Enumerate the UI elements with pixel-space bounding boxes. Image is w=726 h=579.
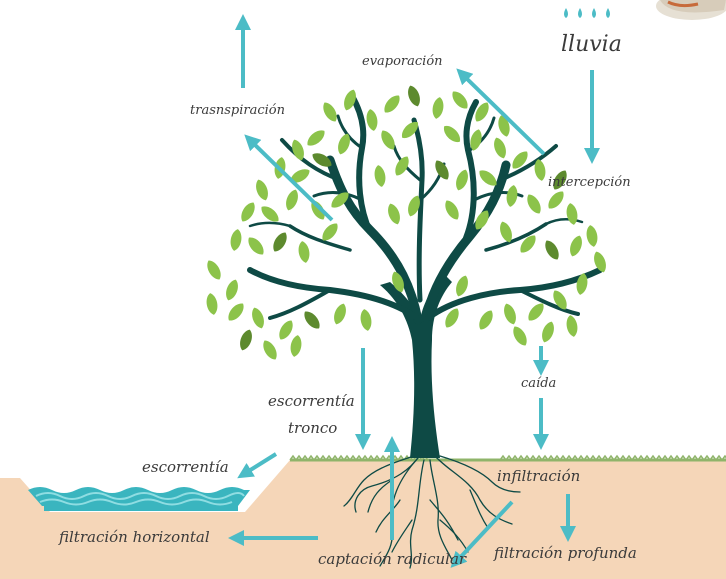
leaf <box>524 192 544 216</box>
label-intercepcion: intercepción <box>548 176 631 189</box>
grass-line <box>290 456 726 460</box>
leaf <box>205 292 219 315</box>
leaf <box>392 154 412 178</box>
leaf <box>276 318 296 342</box>
leaf <box>237 328 254 352</box>
leaf <box>245 234 267 258</box>
leaf <box>442 198 462 222</box>
label-escorrentia-tronco-1: escorrentía <box>268 394 355 409</box>
leaf <box>432 158 452 182</box>
leaf <box>260 338 280 362</box>
leaf <box>225 300 247 324</box>
leaf <box>491 136 508 160</box>
leaf <box>542 238 562 262</box>
leaf <box>385 202 402 226</box>
leaf <box>301 308 323 332</box>
leaf <box>270 230 290 254</box>
leaf <box>331 302 348 326</box>
leaf <box>229 228 243 251</box>
raindrops-icon <box>564 8 610 18</box>
label-escorrentia-tronco-2: tronco <box>288 421 337 436</box>
leaf <box>476 308 496 332</box>
leaf <box>297 240 311 263</box>
leaf <box>453 168 470 192</box>
leaf <box>565 314 579 337</box>
label-evaporacion: evaporación <box>362 55 443 68</box>
leaf <box>253 178 270 202</box>
leaf <box>359 308 373 331</box>
label-infiltracion: infiltración <box>497 469 580 484</box>
leaf <box>431 96 445 119</box>
label-caida: caída <box>521 377 556 390</box>
label-filtracion-profunda: filtración profunda <box>494 546 637 561</box>
leaf <box>204 258 224 282</box>
label-transpiracion: trasnspiración <box>190 104 285 117</box>
leaf <box>565 202 579 225</box>
leaf <box>223 278 240 302</box>
leaf <box>510 324 530 348</box>
label-captacion-radicular: captación radicular <box>318 552 466 567</box>
leaf <box>381 92 403 116</box>
water-pond <box>28 487 250 511</box>
leaf <box>545 188 567 212</box>
leaf <box>304 127 328 149</box>
leaf <box>249 306 266 330</box>
label-lluvia: lluvia <box>561 34 622 56</box>
leaf <box>441 123 464 146</box>
leaf <box>320 100 340 124</box>
leaf <box>335 132 352 156</box>
tree-branches <box>250 96 600 320</box>
label-filtracion-horizontal: filtración horizontal <box>59 530 210 545</box>
corner-illustration <box>656 0 726 20</box>
label-escorrentia: escorrentía <box>142 460 229 475</box>
leaf <box>405 84 422 108</box>
leaf <box>365 108 379 131</box>
leaf <box>585 224 599 247</box>
leaf <box>453 274 470 298</box>
leaf <box>539 320 556 344</box>
leaf <box>449 88 471 112</box>
leaf <box>567 234 584 258</box>
leaf <box>373 164 387 187</box>
leaf <box>238 200 258 224</box>
leaf <box>283 188 300 212</box>
arrow-runoff <box>244 454 276 474</box>
leaf <box>505 184 519 207</box>
leaf <box>501 302 518 326</box>
leaf <box>289 334 303 357</box>
